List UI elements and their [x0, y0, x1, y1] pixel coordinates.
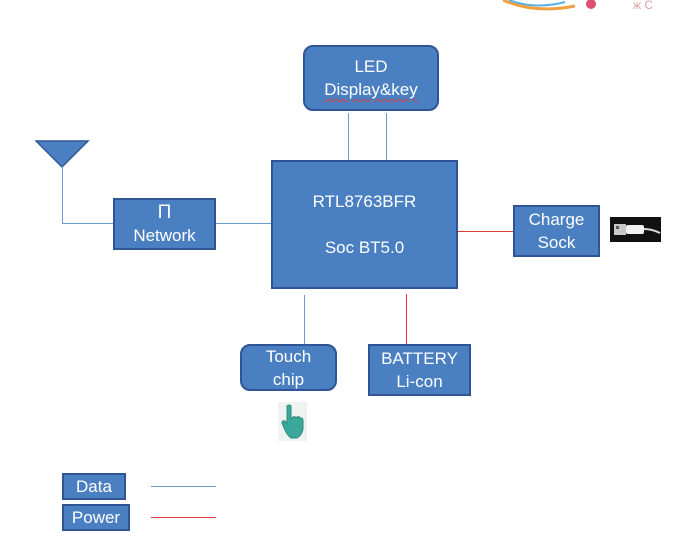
network-block: Π Network — [113, 198, 216, 250]
touch-label-line2: chip — [272, 369, 305, 389]
soc-block: RTL8763BFR Soc BT5.0 — [271, 160, 458, 289]
usb-cable-icon — [610, 217, 661, 242]
led-label-line1: LED — [354, 57, 388, 76]
pointing-hand-icon — [278, 402, 307, 441]
touch-label-line1: Touch — [265, 346, 312, 366]
soc-to-battery-line — [406, 294, 407, 345]
charge-label-line1: Charge — [528, 210, 585, 229]
charge-sock-block: Charge Sock — [513, 205, 600, 257]
led-label-line2: Display&key — [324, 80, 418, 99]
logo-fragment: ж C — [502, 0, 653, 12]
legend-data-line — [151, 486, 216, 487]
led-display-key-block: LED Display&key — [303, 45, 439, 111]
legend-power-box: Power — [62, 504, 130, 531]
svg-text:ж C: ж C — [633, 0, 653, 12]
soc-label-line1: RTL8763BFR — [312, 192, 417, 211]
network-to-soc-line — [214, 223, 274, 224]
antenna-feed-line — [62, 166, 63, 224]
soc-to-touch-line — [304, 295, 305, 344]
touch-chip-block: Touch chip — [240, 344, 337, 391]
led-to-soc-line-2 — [386, 113, 387, 163]
legend-power-label: Power — [71, 508, 121, 527]
soc-to-charge-line — [457, 231, 514, 232]
legend-data-label: Data — [76, 477, 112, 496]
antenna-icon — [35, 140, 90, 169]
soc-label-line2: Soc BT5.0 — [324, 238, 405, 257]
battery-label-line2: Li-con — [396, 372, 443, 391]
battery-label-line1: BATTERY — [381, 349, 458, 368]
charge-label-line2: Sock — [537, 233, 576, 252]
legend-data-box: Data — [62, 473, 126, 500]
legend-power-line — [151, 517, 216, 518]
network-label-line2: Network — [133, 226, 196, 245]
led-to-soc-line-1 — [348, 113, 349, 163]
network-label-line1: Π — [157, 202, 172, 223]
antenna-to-network-line — [62, 223, 115, 224]
battery-block: BATTERY Li-con — [368, 344, 471, 396]
